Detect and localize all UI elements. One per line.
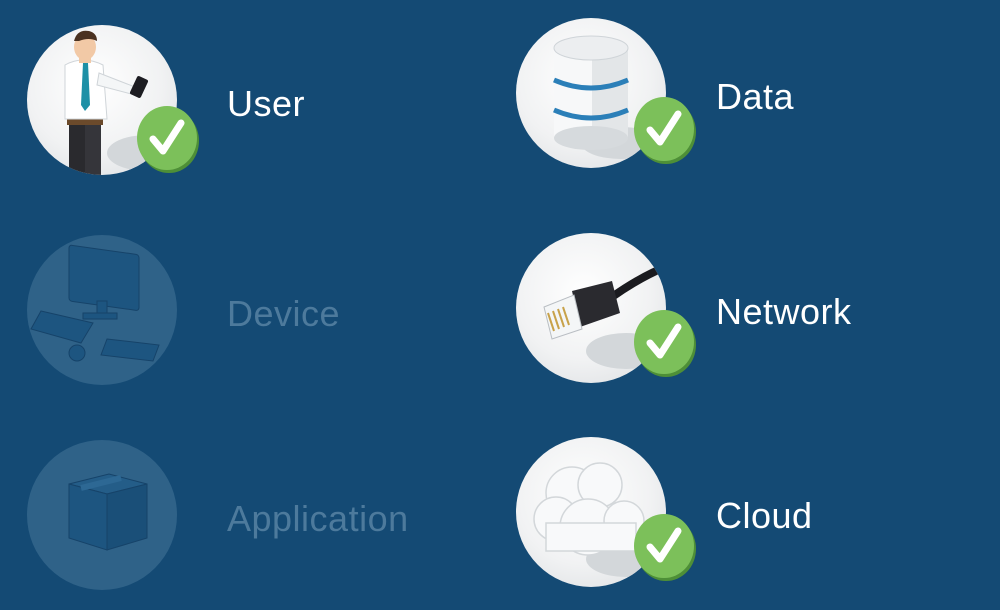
item-device: Device <box>27 235 467 405</box>
application-label: Application <box>227 498 409 539</box>
application-box-icon <box>27 440 177 590</box>
device-label: Device <box>227 293 341 334</box>
cloud-label: Cloud <box>716 495 813 536</box>
checkmark-icon <box>137 106 199 173</box>
checkmark-icon <box>634 514 696 581</box>
item-data: Data <box>516 18 956 188</box>
item-network: Network <box>516 233 956 403</box>
cloud-icon <box>516 437 666 587</box>
user-label: User <box>227 83 306 124</box>
data-label: Data <box>716 76 795 117</box>
checkmark-icon <box>634 310 696 377</box>
device-icon <box>27 235 177 385</box>
item-user: User <box>27 25 467 195</box>
database-icon <box>516 18 666 168</box>
item-cloud: Cloud <box>516 437 956 607</box>
network-label: Network <box>716 291 852 332</box>
item-application: Application <box>27 440 467 610</box>
checkmark-icon <box>634 97 696 164</box>
